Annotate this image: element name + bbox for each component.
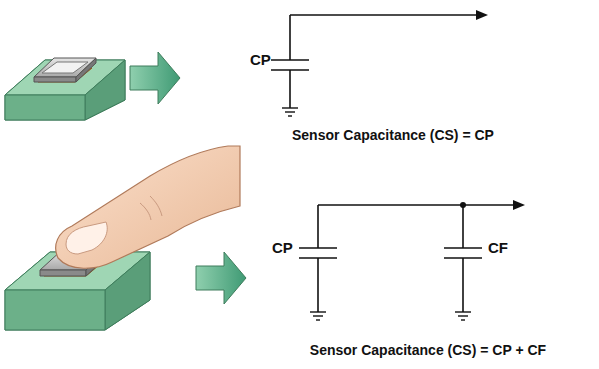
finger xyxy=(66,222,107,254)
ground-symbol xyxy=(310,311,326,312)
sensor-board xyxy=(5,60,125,120)
finger xyxy=(150,196,162,216)
output-wire xyxy=(513,200,525,210)
output-wire xyxy=(318,200,525,210)
output-wire xyxy=(290,10,488,20)
sensor-board xyxy=(76,58,96,82)
formula-caption: Sensor Capacitance (CS) = CP + CF xyxy=(310,343,546,358)
block-arrow xyxy=(196,252,246,304)
capacitor-symbol xyxy=(444,205,482,312)
finger xyxy=(56,146,240,268)
ground-symbol xyxy=(288,115,292,116)
capacitor-label: CF xyxy=(488,240,508,257)
capacitor-symbol xyxy=(271,59,309,61)
ground-symbol xyxy=(285,111,295,112)
ground-symbol xyxy=(282,108,298,116)
block-arrow xyxy=(130,52,180,104)
ground-symbol xyxy=(282,107,298,108)
ground-symbol xyxy=(313,315,323,316)
capacitor-label: CP xyxy=(250,52,271,69)
sensor-board xyxy=(5,290,105,330)
sensor-board xyxy=(5,95,85,120)
capacitor-symbol xyxy=(462,205,464,248)
ground-symbol xyxy=(316,319,320,320)
output-wire xyxy=(318,204,515,206)
sensor-board xyxy=(105,252,150,330)
capacitor-symbol xyxy=(317,258,319,312)
sensor-board xyxy=(40,270,86,276)
sensor-board xyxy=(34,77,76,82)
ground-symbol xyxy=(458,315,468,316)
capacitor-symbol xyxy=(289,70,291,108)
output-wire xyxy=(290,14,478,16)
ground-symbol xyxy=(310,312,471,320)
ground-symbol xyxy=(461,319,465,320)
capacitor-symbol xyxy=(299,247,337,249)
finger xyxy=(140,203,151,220)
finger xyxy=(56,146,240,268)
capacitor-symbol xyxy=(299,205,337,312)
capacitor-symbol xyxy=(289,15,291,60)
block-arrow xyxy=(130,52,180,104)
capacitor-symbol xyxy=(271,15,309,108)
sensor-board xyxy=(5,58,125,120)
sensor-board xyxy=(42,62,88,73)
block-arrow xyxy=(196,252,246,304)
capacitor-symbol xyxy=(317,205,319,248)
capacitor-label: CP xyxy=(272,240,293,257)
ground-symbol xyxy=(455,311,471,312)
capacitor-symbol xyxy=(462,258,464,312)
capacitor-symbol xyxy=(444,247,482,249)
formula-caption: Sensor Capacitance (CS) = CP xyxy=(292,128,494,143)
output-wire xyxy=(476,10,488,20)
